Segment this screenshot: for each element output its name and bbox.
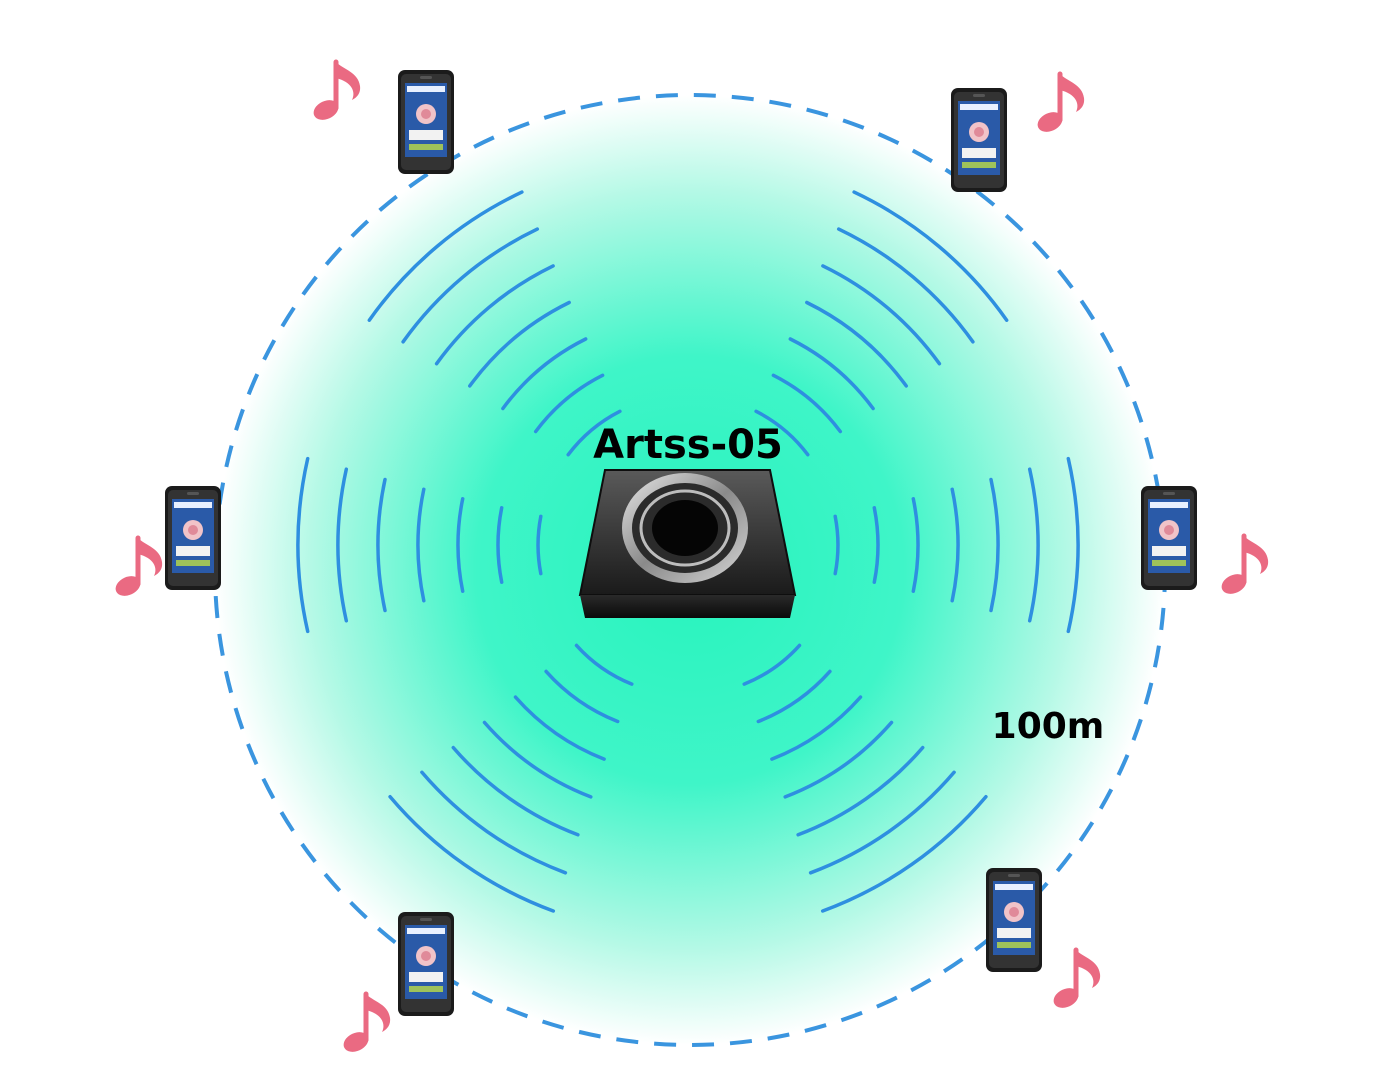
signal-wave-icon xyxy=(566,409,622,457)
signal-wave-icon xyxy=(1027,467,1040,623)
signal-wave-icon xyxy=(401,227,540,344)
signal-wave-icon xyxy=(770,695,863,761)
music-note-icon xyxy=(1218,536,1268,598)
signal-wave-icon xyxy=(821,264,942,366)
signal-wave-icon xyxy=(513,695,606,761)
music-note-icon xyxy=(1034,74,1084,136)
signal-wave-icon xyxy=(836,227,975,344)
signal-wave-icon xyxy=(416,487,426,603)
signal-wave-icon xyxy=(742,643,802,686)
speaker-device-icon xyxy=(578,469,797,618)
signal-wave-icon xyxy=(756,669,832,724)
signal-wave-icon xyxy=(501,337,588,411)
signal-wave-icon xyxy=(796,745,925,837)
smartphone-icon xyxy=(951,88,1007,192)
signal-wave-icon xyxy=(833,514,840,576)
signal-wave-icon xyxy=(336,467,349,623)
smartphone-icon xyxy=(398,70,454,174)
range-label: 100m xyxy=(992,706,1105,747)
signal-wave-icon xyxy=(296,456,310,634)
signal-wave-icon xyxy=(482,720,593,799)
signal-wave-icon xyxy=(544,669,620,724)
signal-wave-icon xyxy=(533,373,605,434)
signal-wave-icon xyxy=(376,477,387,613)
music-note-icon xyxy=(310,62,360,124)
signal-wave-icon xyxy=(496,506,504,584)
signal-wave-icon xyxy=(771,373,843,434)
music-note-icon xyxy=(112,538,162,600)
signal-wave-icon xyxy=(388,794,556,913)
signal-wave-icon xyxy=(950,487,960,603)
signal-wave-icon xyxy=(989,477,1000,613)
signal-wave-icon xyxy=(754,409,810,457)
signal-wave-icon xyxy=(536,514,543,576)
smartphone-icon xyxy=(1141,486,1197,590)
signal-wave-icon xyxy=(783,720,894,799)
signal-wave-icon xyxy=(451,745,580,837)
signal-wave-icon xyxy=(872,506,880,584)
smartphone-icon xyxy=(398,912,454,1016)
signal-waves xyxy=(296,190,1080,913)
signal-wave-icon xyxy=(456,497,465,593)
device-label: Artss-05 xyxy=(593,422,783,468)
signal-wave-icon xyxy=(367,190,524,322)
signal-wave-icon xyxy=(788,337,875,411)
signal-wave-icon xyxy=(808,770,956,875)
signal-wave-icon xyxy=(468,300,571,388)
signal-wave-icon xyxy=(820,794,988,913)
signal-wave-icon xyxy=(574,643,634,686)
music-note-icon xyxy=(340,994,390,1056)
smartphone-icon xyxy=(165,486,221,590)
smartphone-icon xyxy=(986,868,1042,972)
signal-wave-icon xyxy=(434,264,555,366)
signal-wave-icon xyxy=(805,300,908,388)
signal-wave-icon xyxy=(420,770,568,875)
signal-wave-icon xyxy=(852,190,1009,322)
music-note-icon xyxy=(1050,950,1100,1012)
signal-wave-icon xyxy=(911,497,920,593)
signal-wave-icon xyxy=(1066,456,1080,634)
